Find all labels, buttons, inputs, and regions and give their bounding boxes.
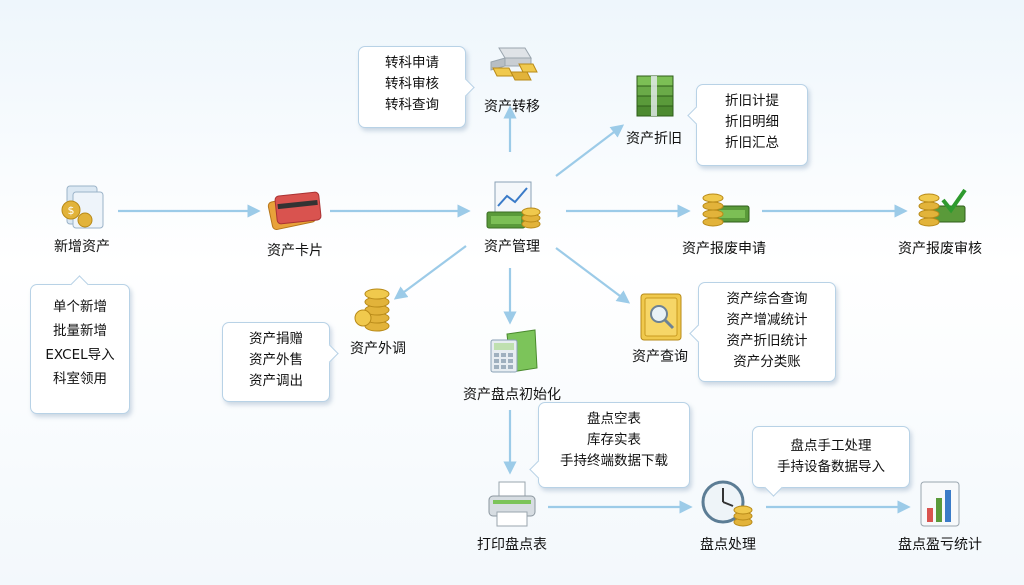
callout-transfer: 转科申请 转科审核 转科查询 — [358, 46, 475, 128]
node-label: 盘点盈亏统计 — [898, 537, 982, 553]
callout-query: 资产综合查询 资产增减统计 资产折旧统计 资产分类账 — [689, 282, 836, 382]
callout-item: 资产增减统计 — [726, 312, 808, 328]
node-label: 盘点处理 — [700, 537, 756, 553]
callout-item: 转科审核 — [385, 76, 439, 92]
callout-item: 单个新增 — [53, 299, 107, 315]
callout-inventory: 盘点空表 库存实表 手持终端数据下载 — [529, 402, 690, 488]
callout-item: 折旧明细 — [725, 114, 779, 130]
callout-item: EXCEL导入 — [45, 347, 115, 363]
printer-icon — [481, 478, 543, 530]
node-label: 资产管理 — [484, 239, 540, 255]
callout-item: 批量新增 — [53, 323, 107, 339]
node-scrap-review[interactable]: 资产报废审核 — [880, 182, 1000, 258]
callout-item: 资产调出 — [249, 373, 303, 389]
node-scrap-apply[interactable]: 资产报废申请 — [664, 182, 784, 258]
node-asset-management[interactable]: 资产管理 — [452, 180, 572, 256]
svg-text:$: $ — [68, 204, 75, 217]
callout-item: 资产外售 — [249, 352, 303, 368]
bar-chart-icon — [909, 478, 971, 530]
node-profit-loss[interactable]: 盘点盈亏统计 — [880, 478, 1000, 554]
callout-item: 盘点空表 — [587, 411, 641, 427]
node-asset-query[interactable]: 资产查询 — [600, 290, 720, 366]
callout-item: 资产折旧统计 — [726, 333, 808, 349]
callout-item: 资产综合查询 — [726, 291, 808, 307]
credit-card-icon — [264, 184, 326, 236]
callout-item: 资产捐赠 — [249, 331, 303, 347]
node-print-inventory[interactable]: 打印盘点表 — [452, 478, 572, 554]
callout-item: 折旧计提 — [725, 93, 779, 109]
chart-money-icon — [481, 180, 543, 232]
node-inventory-process[interactable]: 盘点处理 — [668, 478, 788, 554]
callout-item: 手持终端数据下载 — [560, 453, 668, 469]
arrow-mgmt-to-out — [393, 245, 467, 300]
node-asset-out[interactable]: 资产外调 — [318, 282, 438, 358]
callout-item: 转科申请 — [385, 55, 439, 71]
callout-new-asset: 单个新增 批量新增 EXCEL导入 科室领用 — [30, 275, 130, 414]
callout-asset-out: 资产捐赠 资产外售 资产调出 — [222, 322, 339, 402]
node-label: 资产折旧 — [626, 131, 682, 147]
gold-coins-icon — [347, 282, 409, 334]
node-label: 资产盘点初始化 — [463, 387, 561, 403]
node-label: 资产外调 — [350, 341, 406, 357]
node-label: 资产卡片 — [267, 243, 323, 259]
callout-item: 资产分类账 — [733, 354, 801, 370]
node-label: 新增资产 — [54, 239, 110, 255]
callout-process: 盘点手工处理 手持设备数据导入 — [752, 426, 910, 497]
node-label: 资产报废审核 — [898, 241, 982, 257]
money-check-icon — [909, 182, 971, 234]
callout-item: 科室领用 — [53, 371, 107, 387]
node-depreciation[interactable]: 资产折旧 — [594, 72, 714, 148]
callout-item: 库存实表 — [587, 432, 641, 448]
node-asset-transfer[interactable]: 资产转移 — [452, 40, 572, 116]
money-coins-icon — [693, 182, 755, 234]
arrow-mgmt-to-query — [555, 247, 631, 304]
calculator-folder-icon — [481, 328, 543, 380]
node-label: 资产查询 — [632, 349, 688, 365]
callout-item: 转科查询 — [385, 97, 439, 113]
arrow-mgmt-to-depreciation — [555, 124, 625, 177]
node-inventory-init[interactable]: 资产盘点初始化 — [452, 328, 572, 404]
node-label: 资产转移 — [484, 99, 540, 115]
node-new-asset[interactable]: $ 新增资产 — [22, 180, 142, 256]
callout-item: 盘点手工处理 — [790, 438, 872, 454]
node-label: 打印盘点表 — [477, 537, 547, 553]
callout-item: 折旧汇总 — [725, 135, 779, 151]
clock-coins-icon — [697, 478, 759, 530]
money-stack-icon — [623, 72, 685, 124]
safe-magnifier-icon — [629, 290, 691, 342]
money-documents-icon: $ — [51, 180, 113, 232]
node-asset-card[interactable]: 资产卡片 — [235, 184, 355, 260]
callout-depreciation: 折旧计提 折旧明细 折旧汇总 — [687, 84, 808, 166]
callout-item: 手持设备数据导入 — [777, 459, 885, 475]
gold-bars-icon — [481, 40, 543, 92]
node-label: 资产报废申请 — [682, 241, 766, 257]
